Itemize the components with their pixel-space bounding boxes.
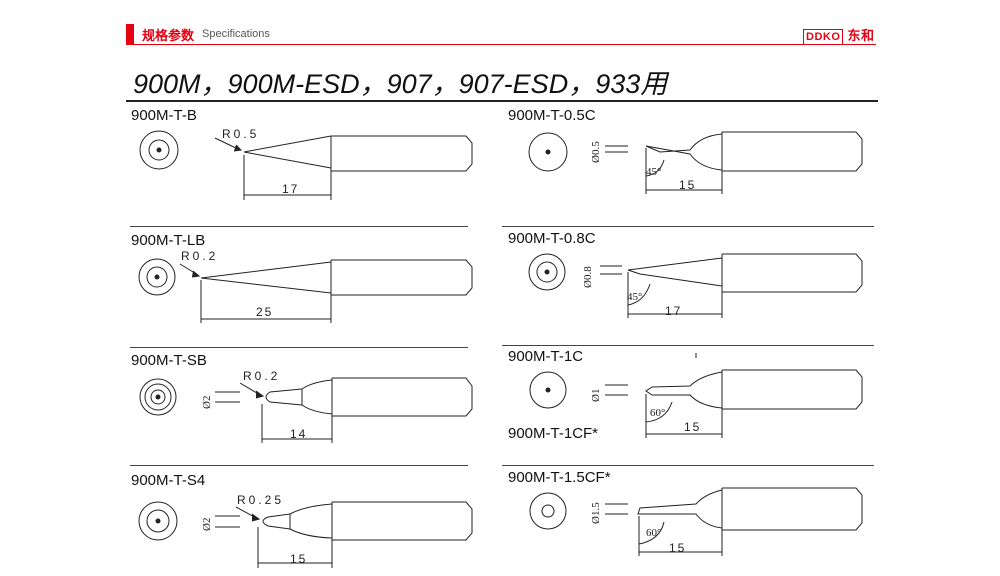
radius-label: R0.2 bbox=[181, 249, 219, 263]
tip-drawing-s4 bbox=[138, 501, 473, 568]
tip-name: 900M-T-S4 bbox=[131, 472, 206, 489]
tip-drawing-0-8c bbox=[528, 253, 863, 318]
tip-name: 900M-T-B bbox=[131, 107, 197, 124]
divider bbox=[130, 226, 468, 227]
radius-label: R0.5 bbox=[222, 127, 260, 141]
page-header: 规格参数 Specifications bbox=[0, 0, 1000, 46]
divider bbox=[502, 465, 874, 466]
tip-name: 900M-T-1C bbox=[508, 348, 584, 365]
tip-name: 900M-T-LB bbox=[131, 232, 206, 249]
logo-mark: DDKO bbox=[803, 29, 844, 45]
header-rule bbox=[126, 44, 876, 45]
tip-drawing-0-5c bbox=[528, 131, 863, 194]
page-title: 900M，900M-ESD，907，907-ESD，933用 bbox=[133, 69, 668, 99]
tip-drawing-lb bbox=[138, 258, 473, 323]
length-label: 15 bbox=[679, 178, 697, 192]
tip-drawing-1c bbox=[529, 353, 863, 438]
angle-label: 45° bbox=[627, 291, 643, 303]
logo-cn: 东和 bbox=[847, 28, 875, 43]
tip-name-alt: 900M-T-1CF* bbox=[508, 425, 599, 442]
angle-label: 60° bbox=[646, 527, 662, 539]
tip-drawing-sb bbox=[139, 377, 473, 443]
brand-logo: DDKO 东和 bbox=[803, 25, 875, 45]
radius-label: R0.25 bbox=[237, 493, 285, 507]
title-rule bbox=[126, 100, 878, 102]
tip-drawing-b bbox=[139, 130, 473, 200]
radius-label: R0.2 bbox=[243, 369, 281, 383]
divider bbox=[130, 347, 468, 348]
length-label: 17 bbox=[282, 182, 300, 196]
divider bbox=[130, 465, 468, 466]
length-label: 15 bbox=[684, 420, 702, 434]
angle-label: 60° bbox=[650, 407, 666, 419]
divider bbox=[502, 226, 874, 227]
length-label: 14 bbox=[290, 427, 308, 441]
length-label: 25 bbox=[256, 305, 274, 319]
section-marker bbox=[126, 24, 134, 44]
tip-name: 900M-T-SB bbox=[131, 352, 207, 369]
tip-name: 900M-T-0.5C bbox=[508, 107, 596, 124]
section-title-cn: 规格参数 bbox=[142, 28, 195, 43]
tip-name: 900M-T-0.8C bbox=[508, 230, 596, 247]
divider bbox=[502, 345, 874, 346]
tip-name: 900M-T-1.5CF* bbox=[508, 469, 611, 486]
tip-drawing-1-5cf bbox=[529, 487, 863, 556]
section-title-en: Specifications bbox=[202, 28, 270, 40]
